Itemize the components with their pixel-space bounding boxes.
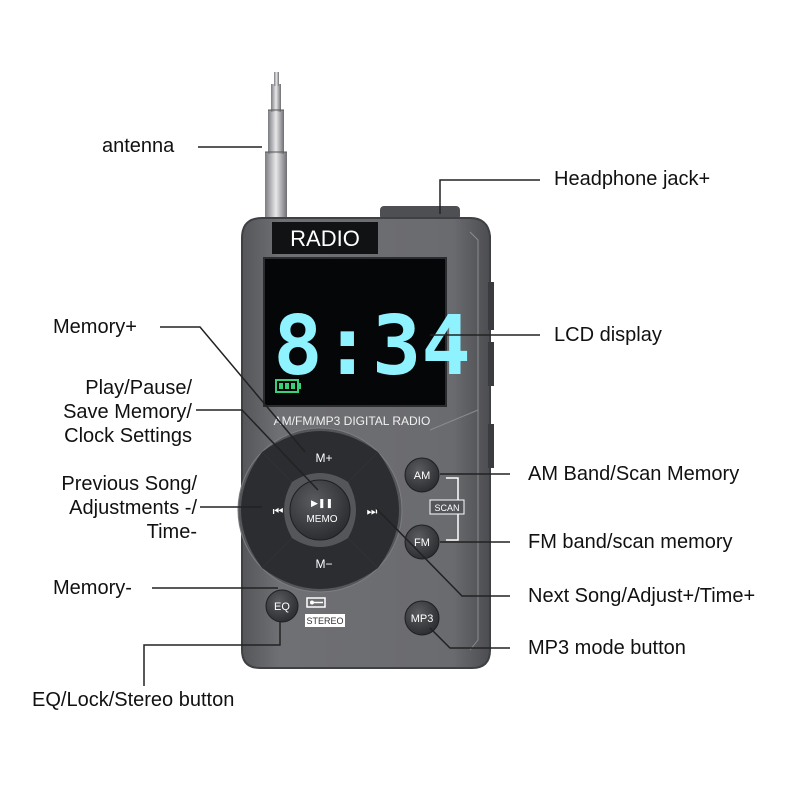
am-label: AM xyxy=(414,470,431,482)
leader-lines xyxy=(143,146,540,686)
callout-fm-scan: FM band/scan memory xyxy=(528,531,733,553)
callout-previous-song: Previous Song/ Adjustments -/ Time- xyxy=(61,472,197,544)
d-pad xyxy=(237,427,403,593)
callout-prev-line-2: Adjustments -/ xyxy=(69,497,197,519)
eq-button[interactable] xyxy=(265,589,299,623)
mp3-button[interactable] xyxy=(404,600,440,636)
memory-plus-leader xyxy=(160,326,306,453)
next-button[interactable] xyxy=(348,452,399,568)
callout-antenna: antenna xyxy=(102,135,175,157)
callout-headphone-jack: Headphone jack+ xyxy=(554,168,711,190)
eq-leader xyxy=(143,622,281,686)
memory-up-button[interactable] xyxy=(262,431,378,482)
callout-lcd-display: LCD display xyxy=(554,324,662,346)
brand-badge xyxy=(272,222,378,254)
memo-label: MEMO xyxy=(306,514,337,525)
memory-down-label: M− xyxy=(315,557,332,571)
callout-memory-plus: Memory+ xyxy=(53,316,137,338)
callout-am-scan: AM Band/Scan Memory xyxy=(528,463,740,485)
am-button[interactable] xyxy=(404,457,440,493)
play-memo-button[interactable] xyxy=(289,479,351,541)
device-subtitle: AM/FM/MP3 DIGITAL RADIO xyxy=(274,414,431,428)
headphone-leader xyxy=(439,179,540,214)
play-leader xyxy=(196,409,319,491)
next-icon: ⏭ xyxy=(367,504,378,518)
callout-prev-line-3: Time- xyxy=(146,521,197,543)
callout-play-line-2: Save Memory/ xyxy=(63,401,192,423)
lcd-screen xyxy=(263,257,447,407)
memory-down-button[interactable] xyxy=(262,538,378,589)
fm-label: FM xyxy=(414,537,430,549)
lcd-time: 8:34 xyxy=(273,299,470,394)
callout-eq-lock-stereo: EQ/Lock/Stereo button xyxy=(32,689,235,711)
stereo-label: STEREO xyxy=(306,616,343,626)
stereo-badge xyxy=(305,614,345,627)
next-leader xyxy=(375,507,510,597)
mp3-leader xyxy=(429,627,510,649)
callout-play-pause: Play/Pause/ Save Memory/ Clock Settings xyxy=(63,376,192,448)
battery-icon xyxy=(275,379,301,393)
antenna xyxy=(265,72,287,228)
callout-memory-minus: Memory- xyxy=(53,577,132,599)
scan-badge xyxy=(429,499,465,515)
callout-mp3-mode: MP3 mode button xyxy=(528,637,686,659)
callout-play-line-1: Play/Pause/ xyxy=(85,377,192,399)
eq-label: EQ xyxy=(274,601,290,613)
callout-next-song: Next Song/Adjust+/Time+ xyxy=(528,585,756,607)
prev-icon: ⏮ xyxy=(273,504,284,518)
brand-label: RADIO xyxy=(290,226,360,251)
fm-button[interactable] xyxy=(404,524,440,560)
callout-play-line-3: Clock Settings xyxy=(64,425,192,447)
prev-button[interactable] xyxy=(241,452,292,568)
scan-label: SCAN xyxy=(434,503,459,513)
play-pause-icon: ▶❚❚ xyxy=(311,499,333,509)
lock-icon xyxy=(306,597,326,608)
mp3-label: MP3 xyxy=(411,613,434,625)
callout-prev-line-1: Previous Song/ xyxy=(61,473,197,495)
memory-up-label: M+ xyxy=(315,451,332,465)
